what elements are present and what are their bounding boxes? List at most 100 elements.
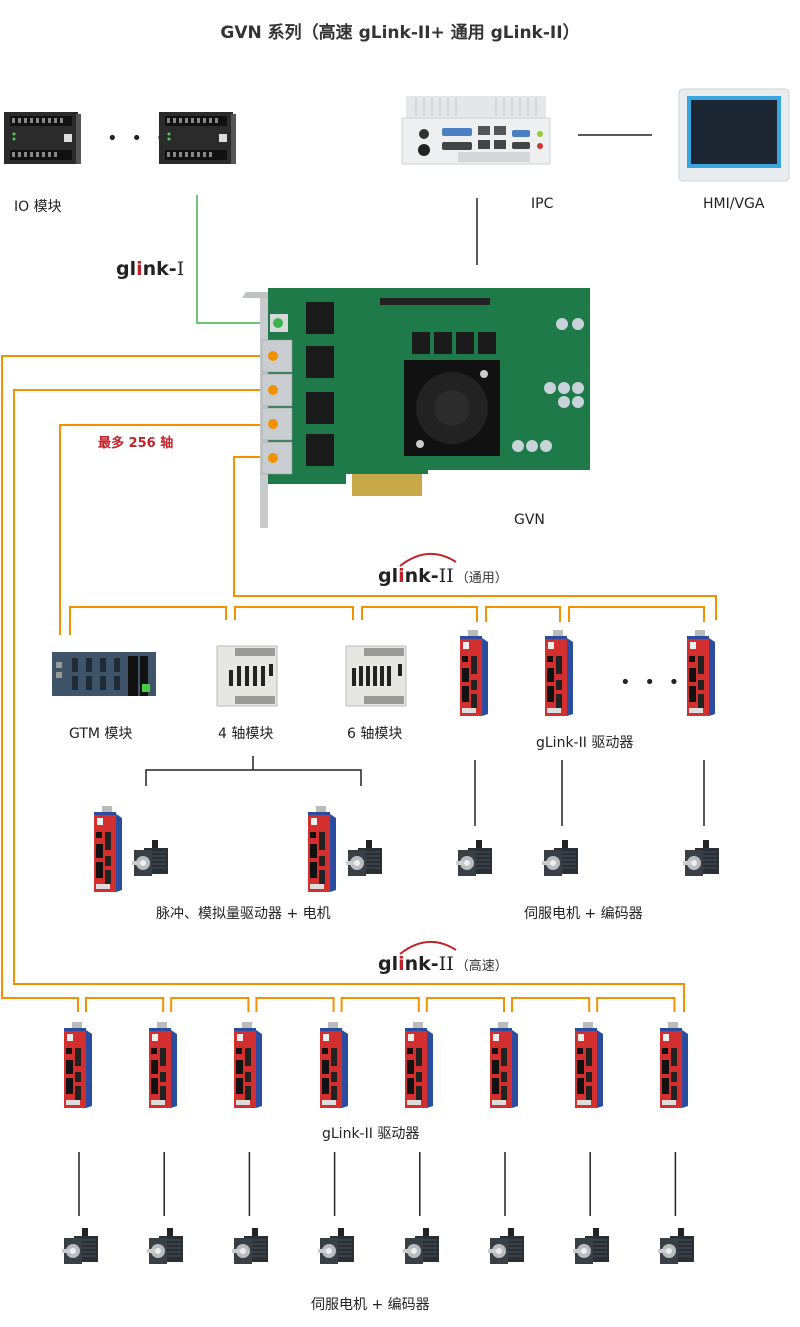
axis-module-icon bbox=[216, 645, 278, 707]
pulse-drive-label: 脉冲、模拟量驱动器 + 电机 bbox=[156, 906, 331, 922]
io-module-2 bbox=[157, 106, 237, 168]
highspeed-motor-8 bbox=[658, 1228, 698, 1274]
servo-motor-icon bbox=[573, 1228, 610, 1264]
highspeed-motor-1 bbox=[62, 1228, 102, 1274]
port4-wire bbox=[233, 456, 717, 620]
io-module-ellipsis: • • • bbox=[107, 128, 171, 149]
pulse-motor-1 bbox=[132, 840, 172, 886]
general-motor-1 bbox=[456, 840, 496, 886]
gtm-module-label: GTM 模块 bbox=[69, 726, 133, 742]
plc-io-icon bbox=[159, 112, 236, 164]
diagram-title: GVN 系列（高速 gLink-II+ 通用 gLink-II） bbox=[220, 23, 580, 43]
glink2-general-swoosh bbox=[398, 548, 458, 568]
glink1-logo: glink-I bbox=[116, 258, 185, 280]
highspeed-drive-8 bbox=[656, 1022, 690, 1116]
touch-panel-icon bbox=[678, 88, 790, 182]
highspeed-drive-6 bbox=[486, 1022, 520, 1116]
highspeed-motor-5 bbox=[402, 1228, 443, 1274]
highspeed-motor-4 bbox=[317, 1228, 358, 1274]
general-drives-ellipsis: • • • bbox=[620, 672, 684, 693]
servo-drive-icon bbox=[687, 630, 715, 716]
servo-drive-icon bbox=[404, 1022, 433, 1108]
servo-motor-icon bbox=[402, 1228, 439, 1264]
axis4-module-label: 4 轴模块 bbox=[218, 726, 274, 742]
highspeed-motor-2 bbox=[147, 1228, 187, 1274]
hmi-device bbox=[678, 88, 790, 182]
axis6-module bbox=[344, 642, 408, 710]
highspeed-chain-link-5 bbox=[425, 997, 505, 1012]
servo-drive-icon bbox=[234, 1022, 263, 1108]
servo-motor-icon bbox=[132, 840, 168, 876]
ipc-label: IPC bbox=[531, 196, 554, 212]
glink1-wire bbox=[196, 195, 272, 324]
axis4-branch bbox=[145, 756, 362, 786]
servo-drive-icon bbox=[94, 806, 122, 892]
highspeed-drives-label: gLink-II 驱动器 bbox=[322, 1126, 420, 1142]
pulse-drive-1 bbox=[90, 806, 124, 900]
servo-motor-icon bbox=[658, 1228, 695, 1264]
servo-drive-icon bbox=[575, 1022, 604, 1108]
servo-drive-icon bbox=[308, 806, 336, 892]
axis6-module-label: 6 轴模块 bbox=[347, 726, 403, 742]
highspeed-chain-link-4 bbox=[340, 997, 420, 1012]
servo-motor-icon bbox=[62, 1228, 98, 1264]
servo-drive-icon bbox=[64, 1022, 92, 1108]
highspeed-chain-link-1 bbox=[85, 997, 165, 1012]
port2-wire bbox=[13, 389, 685, 1012]
servo-motor-icon bbox=[346, 840, 382, 876]
general-drives-label: gLink-II 驱动器 bbox=[536, 735, 634, 751]
swoosh-icon bbox=[399, 552, 457, 567]
general-drive-1 bbox=[456, 630, 490, 724]
servo-motor-icon bbox=[317, 1228, 354, 1264]
servo-drive-icon bbox=[490, 1022, 518, 1108]
pulse-drive-2 bbox=[304, 806, 338, 900]
servo-motor-icon bbox=[542, 840, 578, 876]
hmi-label: HMI/VGA bbox=[703, 196, 765, 212]
general-motor-3 bbox=[683, 840, 723, 886]
highspeed-drive-3 bbox=[230, 1022, 264, 1116]
highspeed-drive-5 bbox=[401, 1022, 435, 1116]
highspeed-chain-link-7 bbox=[596, 997, 676, 1012]
servo-drive-icon bbox=[319, 1022, 348, 1108]
general-motor-wires bbox=[474, 760, 705, 826]
swoosh-icon bbox=[399, 940, 457, 955]
servo-drive-icon bbox=[460, 630, 488, 716]
general-servo-label: 伺服电机 + 编码器 bbox=[524, 906, 643, 922]
general-drive-2 bbox=[541, 630, 575, 724]
servo-drive-icon bbox=[545, 630, 573, 716]
highspeed-chain-link-2 bbox=[170, 997, 250, 1012]
servo-motor-icon bbox=[683, 840, 719, 876]
highspeed-chain bbox=[85, 997, 676, 1012]
highspeed-motor-7 bbox=[573, 1228, 613, 1274]
pcie-card-icon bbox=[242, 288, 590, 528]
ipc-device bbox=[396, 92, 556, 172]
gtm-module-icon bbox=[52, 652, 156, 696]
highspeed-drive-1 bbox=[60, 1022, 94, 1116]
io-module-1 bbox=[2, 106, 82, 168]
highspeed-chain-link-6 bbox=[511, 997, 591, 1012]
highspeed-motor-wires bbox=[78, 1152, 677, 1216]
max-axes-label: 最多 256 轴 bbox=[98, 436, 174, 451]
general-motor-2 bbox=[542, 840, 582, 886]
gtm-module bbox=[52, 648, 156, 704]
servo-motor-icon bbox=[147, 1228, 184, 1264]
port1-wire bbox=[1, 355, 273, 1012]
servo-motor-icon bbox=[488, 1228, 524, 1264]
highspeed-motor-6 bbox=[488, 1228, 528, 1274]
general-chain bbox=[69, 606, 705, 635]
gvn-card-label: GVN bbox=[514, 512, 545, 528]
highspeed-drive-2 bbox=[145, 1022, 179, 1116]
highspeed-servo-label: 伺服电机 + 编码器 bbox=[311, 1297, 430, 1313]
servo-motor-icon bbox=[232, 1228, 269, 1264]
plc-io-icon bbox=[4, 112, 81, 164]
highspeed-drive-4 bbox=[316, 1022, 350, 1116]
pulse-motor-2 bbox=[346, 840, 386, 886]
io-module-label: IO 模块 bbox=[14, 199, 62, 215]
highspeed-motor-3 bbox=[232, 1228, 272, 1274]
glink2-highspeed-logo: glink-II（高速） bbox=[378, 953, 508, 975]
axis-module-icon bbox=[345, 645, 407, 707]
port3-wire bbox=[59, 424, 273, 635]
highspeed-chain-link-3 bbox=[255, 997, 335, 1012]
servo-drive-icon bbox=[660, 1022, 689, 1108]
